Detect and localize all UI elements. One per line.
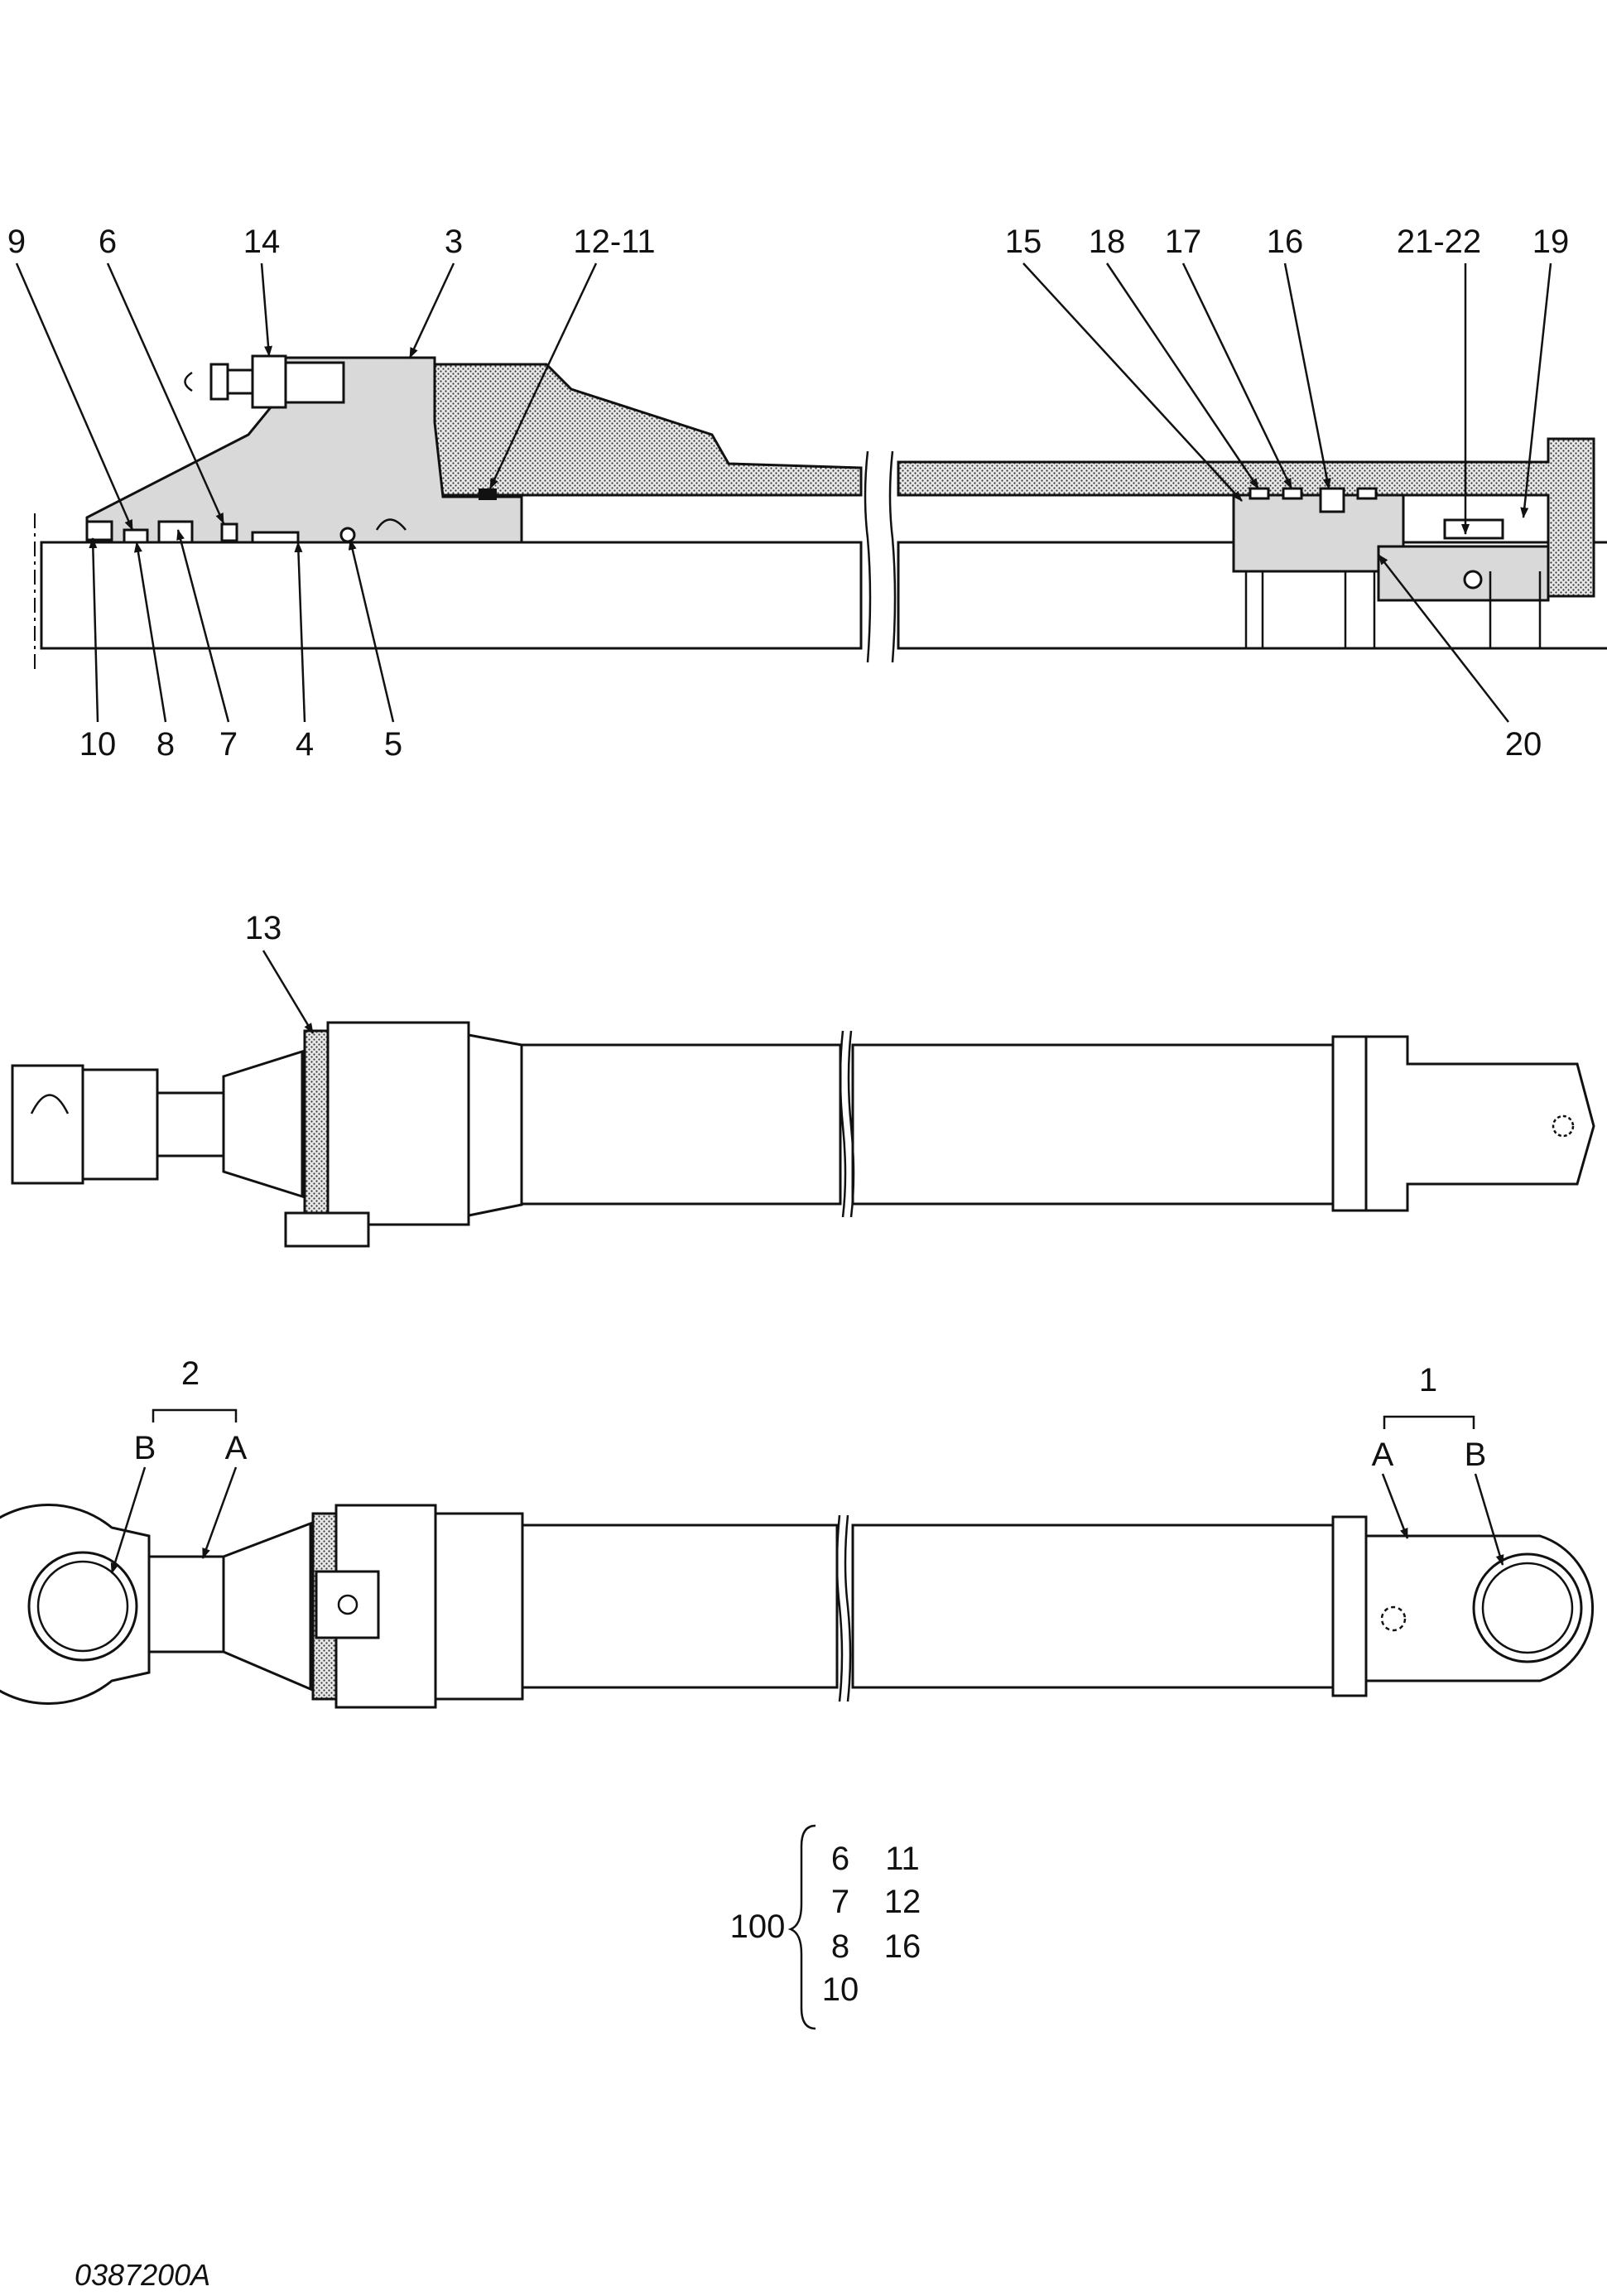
dust-seal-10 xyxy=(85,520,113,542)
callout-2: 2 xyxy=(181,1355,200,1392)
piston-seal-16 xyxy=(1319,487,1345,513)
dust-boot xyxy=(222,1049,304,1199)
cylinder-tube-side-right xyxy=(851,1043,1335,1206)
callout-3: 3 xyxy=(445,224,463,260)
callout-13: 13 xyxy=(245,910,282,946)
kit-item: 6 xyxy=(831,1841,849,1877)
callout-1-b: B xyxy=(1465,1437,1487,1473)
seal-kit-list: 100 6 11 7 12 8 16 10 xyxy=(730,1824,921,2030)
kit-item: 8 xyxy=(831,1928,849,1965)
cylinder-tube-wall-right xyxy=(897,437,1595,598)
callout-7: 7 xyxy=(219,726,238,763)
callout-18: 18 xyxy=(1089,224,1126,260)
grease-fitting-side xyxy=(284,1211,370,1248)
callout-5: 5 xyxy=(384,726,402,763)
piston xyxy=(1232,493,1405,573)
drawing-id: 0387200A xyxy=(75,2258,210,2292)
kit-item: 16 xyxy=(884,1928,921,1965)
callout-16: 16 xyxy=(1267,224,1304,260)
rod-cover-13 xyxy=(303,1029,330,1218)
port-flange xyxy=(315,1570,380,1639)
kit-item: 7 xyxy=(831,1884,849,1920)
break-lines-plan xyxy=(835,1514,852,1702)
backup-ring-8 xyxy=(123,528,149,544)
kit-number: 100 xyxy=(730,1909,786,1945)
wear-ring-17 xyxy=(1282,487,1303,500)
cylinder-bottom-side xyxy=(1364,1035,1595,1212)
kit-item: 10 xyxy=(822,1971,859,2008)
callout-19: 19 xyxy=(1532,224,1570,260)
rod-end-block xyxy=(81,1068,159,1181)
oring-12 xyxy=(479,489,497,500)
break-lines-section xyxy=(864,450,897,663)
callout-9: 9 xyxy=(7,224,26,260)
section-view: 9 6 14 3 12-11 15 18 17 16 21-22 19 10 8… xyxy=(7,224,1607,763)
wear-ring-15 xyxy=(1356,487,1378,500)
head-groove xyxy=(375,518,407,531)
rod-neck-plan xyxy=(147,1555,225,1653)
oring-5 xyxy=(339,527,356,543)
break-lines-side xyxy=(839,1030,855,1218)
callout-20: 20 xyxy=(1505,726,1542,763)
buffer-ring-7 xyxy=(157,520,194,544)
side-view: 13 xyxy=(11,910,1595,1248)
kit-item: 11 xyxy=(885,1841,920,1877)
callout-2-b: B xyxy=(134,1430,156,1466)
callout-21-22: 21-22 xyxy=(1397,224,1481,260)
callout-17: 17 xyxy=(1165,224,1202,260)
wear-ring-18 xyxy=(1249,487,1270,500)
cylinder-tube-side-left xyxy=(520,1043,842,1206)
rod-eye-side xyxy=(11,1064,84,1185)
piston-nut xyxy=(1377,545,1550,602)
cylinder-tube-plan-left xyxy=(521,1523,839,1689)
kit-brace xyxy=(787,1824,816,2030)
callout-14: 14 xyxy=(243,224,281,260)
callout-15: 15 xyxy=(1005,224,1042,260)
bushing-4 xyxy=(251,531,300,544)
callout-1: 1 xyxy=(1419,1362,1437,1398)
piston-rod xyxy=(40,541,863,650)
callout-8: 8 xyxy=(156,726,175,763)
cylinder-tube-wall-left xyxy=(429,363,863,497)
callout-2-a: A xyxy=(225,1430,248,1466)
kit-item: 12 xyxy=(884,1884,921,1920)
callout-10: 10 xyxy=(79,726,117,763)
leader-lines-section xyxy=(15,262,1552,723)
callout-6: 6 xyxy=(99,224,117,260)
callout-4: 4 xyxy=(296,726,314,763)
cylinder-head-side xyxy=(326,1021,470,1226)
callout-12-11: 12-11 xyxy=(573,224,655,260)
grease-fitting xyxy=(184,354,345,409)
set-screw-19 xyxy=(1443,518,1504,540)
steel-ball-21 xyxy=(1463,570,1483,590)
plan-view: 2 B A 1 A B xyxy=(0,1355,1594,1709)
rod-seal-6 xyxy=(220,522,238,542)
cylinder-tube-plan-right xyxy=(851,1523,1335,1689)
rod-neck xyxy=(156,1091,225,1158)
callout-1-a: A xyxy=(1372,1437,1394,1473)
